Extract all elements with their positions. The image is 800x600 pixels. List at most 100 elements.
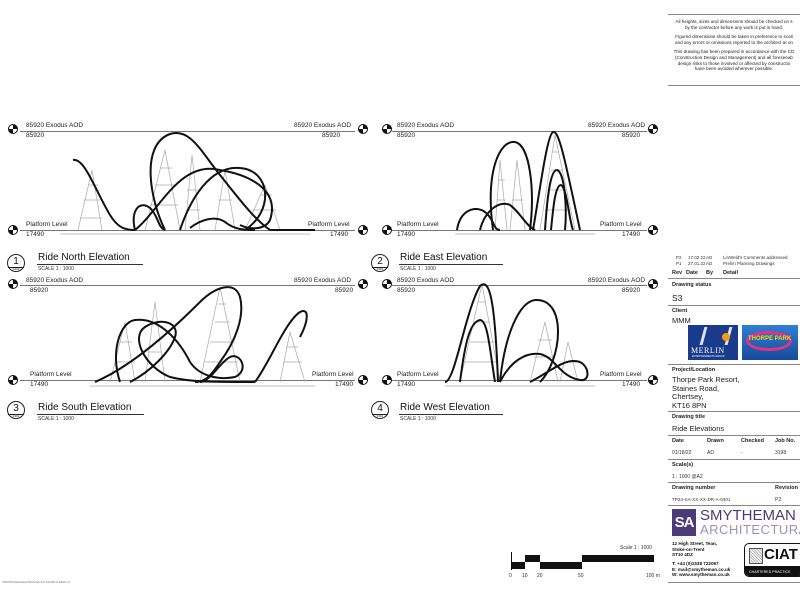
view-number-badge: 1 0401 bbox=[7, 254, 25, 272]
coaster-elevation-drawing-west bbox=[444, 283, 595, 387]
platform-level-line bbox=[392, 230, 647, 231]
drawing-number-value: TP24-SA-XX-XX-DR-A-0401 bbox=[672, 497, 731, 502]
view-title: Ride South Elevation bbox=[38, 402, 132, 413]
divider bbox=[668, 364, 800, 365]
drawing-title-value: Ride Elevations bbox=[672, 424, 725, 433]
platform-level-value: 17490 bbox=[397, 381, 416, 388]
merlin-logo-subtext: ENTERTAINMENTS GROUP bbox=[692, 355, 725, 358]
revision-header-detail: Detail bbox=[723, 270, 738, 276]
platform-level-label: Platform Level bbox=[600, 371, 642, 378]
revision-row-rev: P2 bbox=[676, 255, 682, 260]
divider bbox=[668, 411, 800, 412]
architect-subtitle: ARCHITECTURAL bbox=[700, 522, 800, 537]
ciat-crest-icon bbox=[749, 548, 763, 564]
datum-marker-icon bbox=[648, 279, 658, 289]
top-level-value: 85920 bbox=[322, 132, 341, 139]
platform-level-line bbox=[20, 230, 355, 231]
view-number-badge: 3 0401 bbox=[7, 401, 25, 419]
top-level-label: 85920 Exodus AOD bbox=[588, 277, 646, 284]
view-scale: SCALE 1 : 1000 bbox=[38, 266, 74, 272]
scale-bar-tick-label: 0 bbox=[509, 573, 512, 579]
top-level-line bbox=[392, 131, 647, 132]
view-number: 4 bbox=[377, 403, 383, 414]
platform-level-label: Platform Level bbox=[308, 221, 350, 228]
platform-level-label: Platform Level bbox=[397, 371, 439, 378]
project-location-label: Project/Location bbox=[672, 367, 716, 373]
view-title-underline bbox=[399, 264, 503, 265]
datum-marker-icon bbox=[648, 225, 658, 235]
scale-bar-label: Scale 1 : 1000 bbox=[620, 545, 652, 551]
platform-level-line bbox=[392, 380, 647, 381]
project-line: Thorpe Park Resort, bbox=[672, 375, 740, 384]
platform-level-value: 17490 bbox=[622, 231, 641, 238]
scale-bar-tick-label: 20 bbox=[537, 573, 543, 579]
revision-row-detail: Prelim Planning Drawings bbox=[723, 261, 775, 266]
ciat-badge: CIAT CHARTERED PRACTICE bbox=[744, 543, 800, 577]
merlin-star-icon bbox=[722, 333, 730, 341]
general-notes: All heights, sizes and dimensions should… bbox=[668, 14, 800, 86]
top-level-value: 85920 bbox=[622, 132, 641, 139]
scale-bar-segment bbox=[540, 562, 582, 569]
revision-row-date: 17.02.22 bbox=[688, 255, 706, 260]
platform-level-value: 17490 bbox=[622, 381, 641, 388]
thorpe-park-ring-icon bbox=[746, 331, 792, 351]
revision-header-by: By bbox=[706, 270, 714, 276]
top-level-value: 85920 bbox=[26, 132, 45, 139]
scale-bar-tick-label: 10 bbox=[522, 573, 528, 579]
project-line: KT16 8PN bbox=[672, 400, 707, 410]
revision-header-date: Date bbox=[686, 270, 698, 276]
smytheman-logo-mark: SA bbox=[672, 509, 696, 536]
thorpe-park-logo: THORPE PARK bbox=[742, 325, 798, 360]
architect-name: SMYTHEMAN bbox=[700, 507, 796, 524]
architect-address: 12 High Street, Tean, Stoke-on-Trent ST1… bbox=[672, 541, 717, 558]
divider bbox=[668, 505, 800, 506]
divider bbox=[668, 305, 800, 306]
architect-website: W: www.smytheman.co.uk bbox=[672, 572, 730, 577]
view-title-underline bbox=[37, 264, 143, 265]
drawing-status-value: S3 bbox=[672, 293, 683, 303]
top-level-label: 85920 Exodus AOD bbox=[397, 122, 455, 129]
file-path: \\SA\TP24 Exodus\TP24-SA-XX-XX-DR-A-0401… bbox=[2, 580, 70, 584]
project-line: Chertsey, bbox=[672, 392, 704, 401]
view-number: 2 bbox=[377, 256, 383, 267]
divider bbox=[668, 582, 800, 583]
drawn-label: Drawn bbox=[707, 438, 724, 444]
drawing-status-label: Drawing status bbox=[672, 282, 712, 288]
datum-marker-icon bbox=[8, 279, 18, 289]
datum-marker-icon bbox=[648, 375, 658, 385]
revision-header-rev: Rev bbox=[672, 270, 683, 276]
view-title: Ride North Elevation bbox=[38, 252, 130, 263]
datum-marker-icon bbox=[8, 375, 18, 385]
architect-email: E: mail@smytheman.co.uk bbox=[672, 566, 731, 572]
project-line: Staines Road, bbox=[672, 383, 720, 393]
datum-marker-icon bbox=[382, 279, 392, 289]
divider bbox=[668, 278, 800, 279]
platform-level-label: Platform Level bbox=[30, 371, 72, 378]
scale-bar-segment bbox=[582, 555, 654, 562]
view-title-underline bbox=[399, 414, 503, 415]
merlin-logo: MERLIN ENTERTAINMENTS GROUP bbox=[688, 325, 738, 360]
divider bbox=[668, 435, 800, 436]
client-label: Client bbox=[672, 308, 688, 314]
thorpe-park-logo-text: THORPE PARK bbox=[748, 336, 792, 342]
top-level-line bbox=[20, 285, 355, 286]
scale-bar-segment bbox=[511, 562, 525, 569]
top-level-value: 85920 bbox=[335, 287, 354, 294]
view-title-underline bbox=[37, 414, 144, 415]
top-level-line bbox=[20, 131, 355, 132]
note-line: by the contractor before any work is put… bbox=[684, 24, 784, 30]
date-label: Date bbox=[672, 438, 684, 444]
platform-level-value: 17490 bbox=[26, 231, 45, 238]
platform-level-value: 17490 bbox=[335, 381, 354, 388]
platform-level-label: Platform Level bbox=[312, 371, 354, 378]
top-level-label: 85920 Exodus AOD bbox=[397, 277, 455, 284]
platform-level-label: Platform Level bbox=[600, 221, 642, 228]
coaster-elevation-drawing-east bbox=[455, 131, 595, 235]
top-level-value: 85920 bbox=[30, 287, 49, 294]
top-level-line bbox=[392, 285, 647, 286]
divider bbox=[668, 459, 800, 460]
address-line: ST10 4DZ bbox=[672, 552, 693, 557]
divider bbox=[668, 482, 800, 483]
revision-value: P2 bbox=[775, 497, 782, 503]
datum-marker-icon bbox=[648, 124, 658, 134]
